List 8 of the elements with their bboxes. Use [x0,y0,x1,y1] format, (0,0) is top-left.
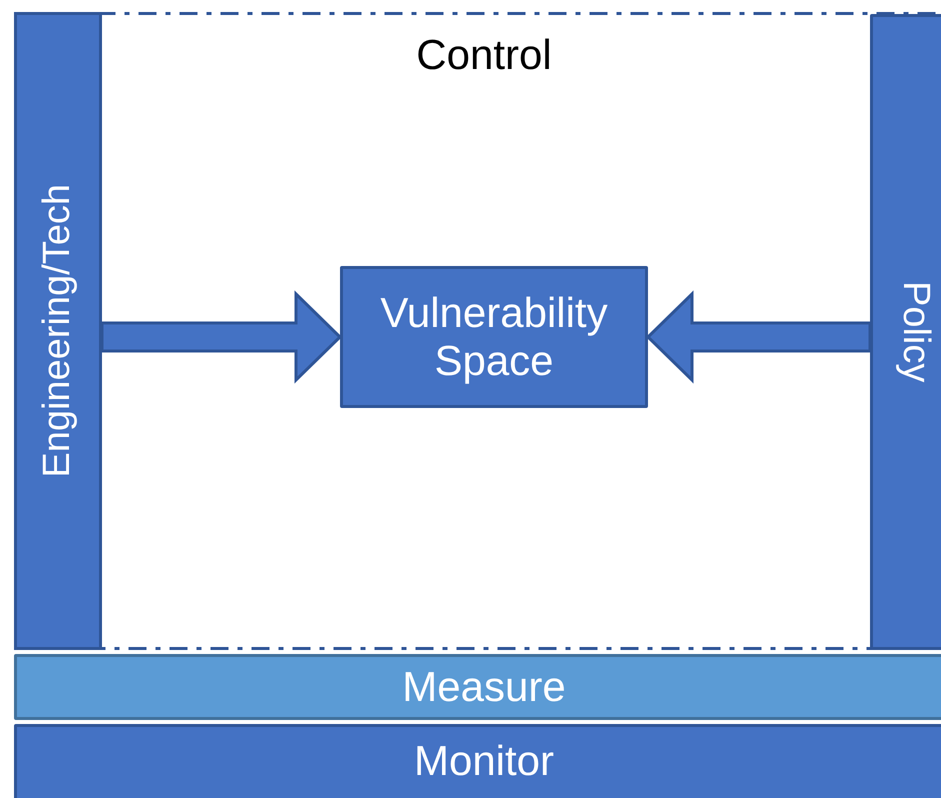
block-arrow [646,290,872,384]
zone-heading: Control [416,34,552,76]
vertical-bar: Policy [870,14,941,650]
block-arrow [100,290,342,384]
layer-bar: Measure [14,654,941,720]
vertical-bar: Engineering/Tech [14,12,102,650]
process-box: Vulnerability Space [340,266,648,408]
layer-bar: Monitor [14,724,941,798]
